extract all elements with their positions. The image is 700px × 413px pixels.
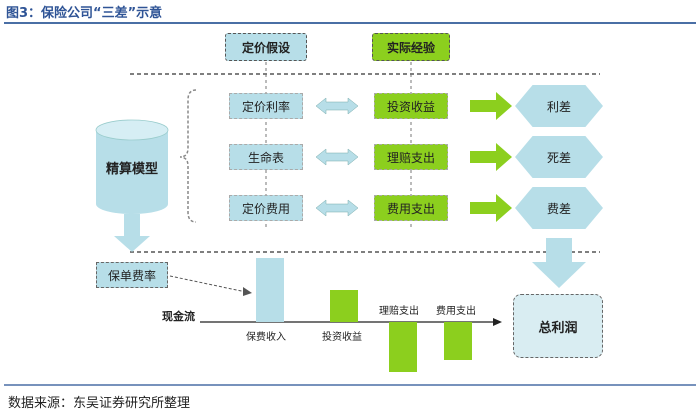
mortality-table: 生命表	[229, 144, 303, 170]
double-arrow-2	[315, 148, 359, 166]
title-rule	[4, 22, 696, 24]
label-claims: 理赔支出	[379, 306, 419, 317]
cashflow-axis-label: 现金流	[162, 310, 195, 323]
expense-outlay: 费用支出	[374, 195, 448, 221]
bar-expense	[444, 322, 472, 360]
green-arrow-1	[470, 92, 512, 120]
actuarial-model-cylinder	[95, 119, 169, 214]
claims-expense: 理赔支出	[374, 144, 448, 170]
bar-premium-income	[256, 258, 284, 322]
label-premium-income: 保费收入	[246, 332, 286, 343]
figure-title: 图3：保险公司“三差”示意	[6, 6, 163, 21]
interest-spread-hex: 利差	[515, 85, 603, 127]
curly-brace	[179, 89, 197, 223]
source-note: 数据来源：东吴证券研究所整理	[8, 396, 191, 411]
bar-investment-income	[330, 290, 358, 322]
double-arrow-1	[315, 97, 359, 115]
pricing-interest-rate: 定价利率	[229, 93, 303, 119]
actuarial-model-label: 精算模型	[105, 161, 158, 177]
green-arrow-3	[470, 194, 512, 222]
premium-rate-box: 保单费率	[96, 262, 168, 288]
expense-spread-hex: 费差	[515, 187, 603, 229]
bar-claims-expense	[389, 322, 417, 372]
label-investment-income: 投资收益	[322, 332, 362, 343]
cashflow-axis-arrowhead	[493, 318, 502, 326]
pricing-expense: 定价费用	[229, 195, 303, 221]
down-arrow-profit	[532, 238, 586, 288]
header-actual-experience: 实际经验	[372, 33, 450, 61]
header-pricing-assumption: 定价假设	[225, 33, 307, 61]
premium-pointer-head	[243, 287, 252, 296]
total-profit-box: 总利润	[513, 294, 603, 358]
label-expense: 费用支出	[436, 306, 476, 317]
mortality-spread-hex: 死差	[515, 136, 603, 178]
investment-income: 投资收益	[374, 93, 448, 119]
green-arrow-2	[470, 143, 512, 171]
premium-pointer-line	[169, 275, 247, 293]
down-arrow-model	[114, 214, 150, 252]
double-arrow-3	[315, 199, 359, 217]
